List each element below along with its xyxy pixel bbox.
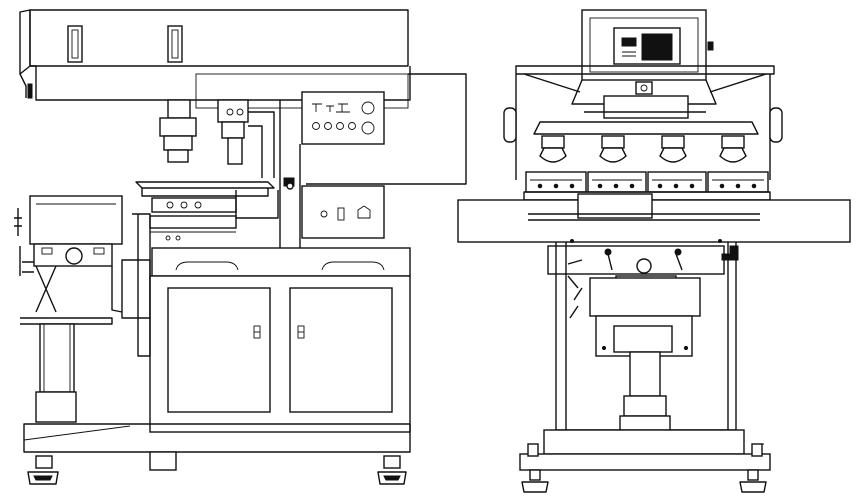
cable-conduit <box>306 73 467 185</box>
cabinet <box>23 213 411 471</box>
front-lift-column <box>613 325 673 431</box>
side-feet <box>27 455 407 485</box>
side-lift-column <box>35 323 77 423</box>
front-control-box <box>571 9 717 105</box>
front-shuttle <box>547 245 739 357</box>
front-table-plate <box>457 193 851 243</box>
front-base <box>519 429 771 493</box>
lower-switch-panel <box>301 185 385 239</box>
front-head-frame <box>503 65 783 180</box>
four-pads <box>539 135 747 163</box>
front-view <box>457 9 851 493</box>
side-view <box>14 9 467 485</box>
work-fixture <box>14 195 151 325</box>
pad-assembly <box>159 99 275 178</box>
control-panel <box>301 91 385 145</box>
ink-tray <box>135 177 295 241</box>
